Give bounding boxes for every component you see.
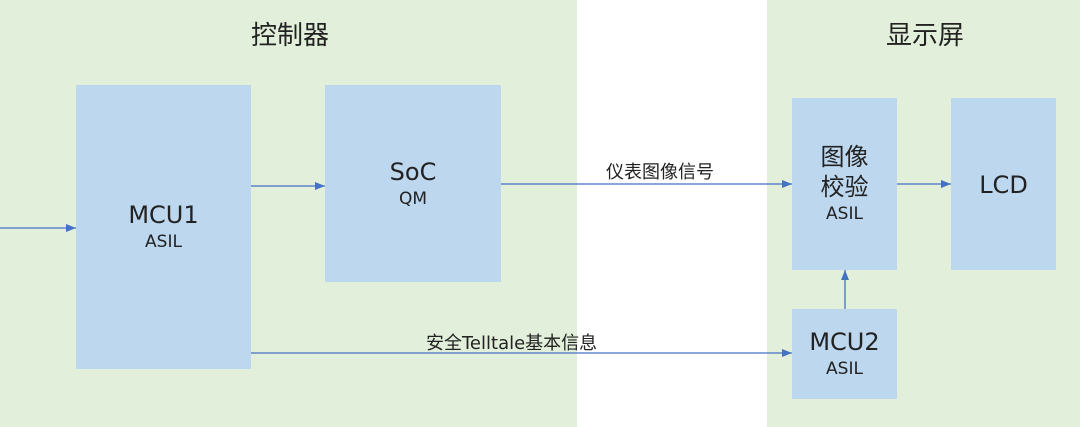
image-verify-block: 图像 校验 ASIL xyxy=(792,98,897,270)
image-signal-label: 仪表图像信号 xyxy=(606,162,714,183)
telltale-signal-label: 安全Telltale基本信息 xyxy=(426,333,598,354)
display-title: 显示屏 xyxy=(885,21,964,51)
soc-block: SoC QM xyxy=(325,85,501,282)
lcd-block: LCD xyxy=(951,98,1056,270)
mcu1-block: MCU1 ASIL xyxy=(76,85,251,369)
mcu1-level: ASIL xyxy=(145,232,182,252)
mcu2-block: MCU2 ASIL xyxy=(792,309,897,399)
soc-name: SoC xyxy=(389,157,437,186)
verify-name-1: 图像 xyxy=(820,143,869,171)
verify-name-2: 校验 xyxy=(820,173,869,201)
soc-level: QM xyxy=(398,188,428,209)
verify-level: ASIL xyxy=(826,204,863,224)
mcu2-name: MCU2 xyxy=(809,328,880,356)
mcu2-level: ASIL xyxy=(826,359,863,379)
mcu1-name: MCU1 xyxy=(128,201,199,229)
lcd-name: LCD xyxy=(979,171,1028,199)
controller-title: 控制器 xyxy=(250,21,329,51)
